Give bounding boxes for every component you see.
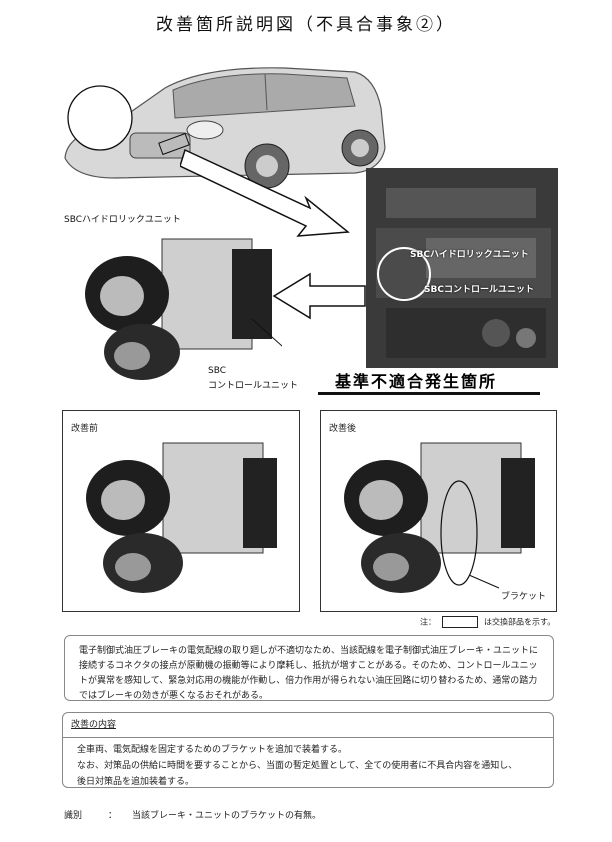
replacement-note: 注： は交換部品を示す。 <box>420 616 555 628</box>
control-unit-label-1: SBC <box>208 366 227 376</box>
improvement-divider <box>63 737 553 738</box>
engine-control-label: SBCコントロールユニット <box>424 285 534 295</box>
identification-separator: ： <box>108 811 118 821</box>
defect-description: 電子制御式油圧ブレーキの電気配線の取り廻しが不適切なため、当該配線を電子制御式油… <box>64 635 554 701</box>
bracket-label: ブラケット <box>501 592 547 602</box>
before-label: 改善前 <box>71 424 99 434</box>
after-unit-photo <box>344 442 535 593</box>
arrow-left-icon <box>272 272 366 320</box>
note-prefix: 注： <box>420 617 436 627</box>
improvement-line-1: 全車両、電気配線を固定するためのブラケットを追加で装着する。 <box>77 745 348 755</box>
engine-bay-photo <box>366 168 558 368</box>
before-unit-photo <box>86 442 277 593</box>
nonconformity-headline: 基準不適合発生箇所 <box>335 372 498 391</box>
improvement-box: 改善の内容 全車両、電気配線を固定するためのブラケットを追加で装着する。 なお、… <box>62 712 554 788</box>
after-frame: 改善後 ブラケット <box>320 410 557 612</box>
headline-underline <box>318 392 540 395</box>
after-label: 改善後 <box>329 424 357 434</box>
car-photo <box>64 67 386 189</box>
improvement-body: 全車両、電気配線を固定するためのブラケットを追加で装着する。 なお、対策品の供給… <box>63 738 553 794</box>
page-title: 改善箇所説明図（不具合事象②） <box>156 15 456 35</box>
identification-label: 識別 <box>64 811 83 821</box>
improvement-heading: 改善の内容 <box>71 720 117 730</box>
improvement-line-3: 後日対策品を追加装着する。 <box>77 777 195 787</box>
engine-hydraulic-label: SBCハイドロリックユニット <box>410 250 529 260</box>
control-unit-label-2: コントロールユニット <box>208 381 299 391</box>
before-frame: 改善前 <box>62 410 300 612</box>
hydraulic-unit-label: SBCハイドロリックユニット <box>64 215 181 225</box>
improvement-line-2: なお、対策品の供給に時間を要することから、当面の暫定処置として、全ての使用者に不… <box>77 761 518 771</box>
note-suffix: は交換部品を示す。 <box>484 617 556 627</box>
arrow-to-engine-icon <box>180 148 350 237</box>
replacement-swatch <box>442 616 478 628</box>
identification-text: 当該ブレーキ・ユニットのブラケットの有無。 <box>132 811 322 821</box>
bracket-highlight <box>440 480 478 586</box>
sbc-unit-photo <box>85 238 282 380</box>
